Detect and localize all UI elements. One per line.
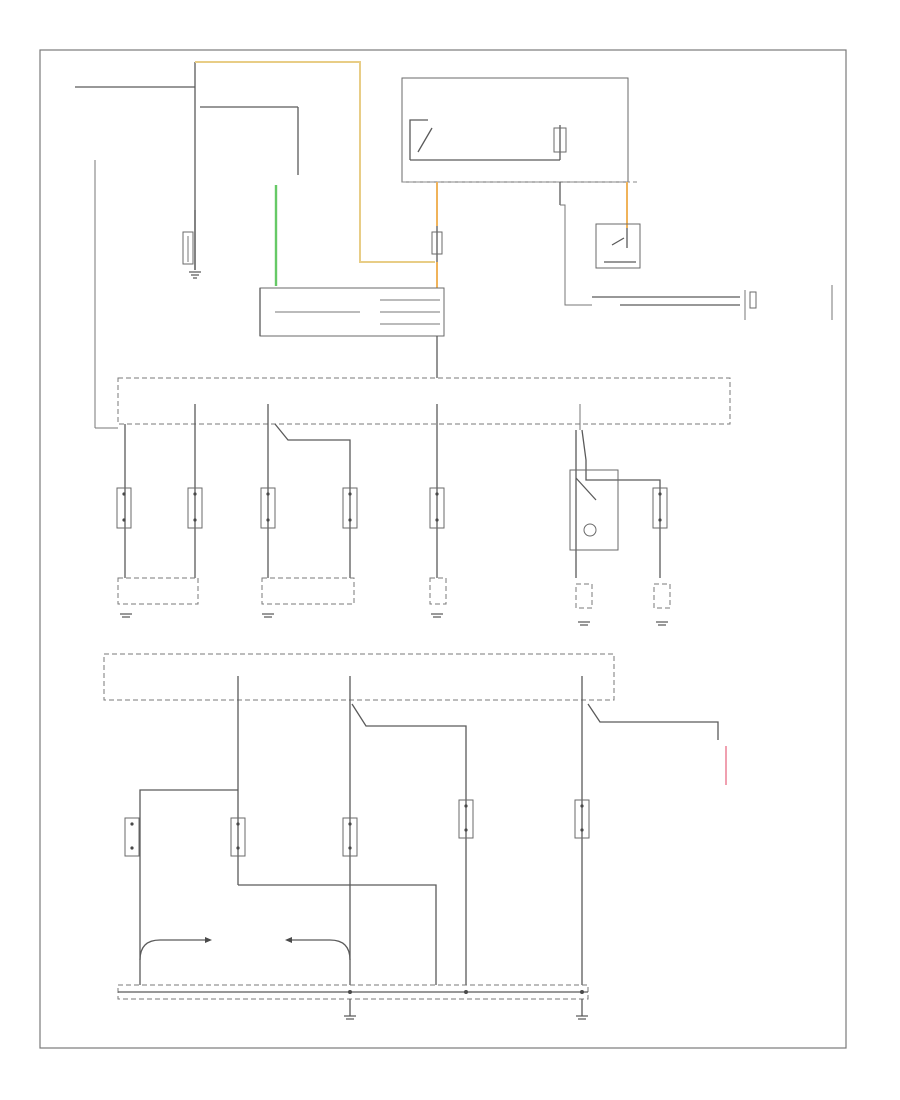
- top-left-feed: [75, 62, 299, 429]
- bottom-switch-2: [230, 817, 246, 857]
- center-connector: [431, 226, 443, 262]
- mid-ground-connector-3: [429, 577, 447, 605]
- fuse-block-box: [401, 77, 629, 183]
- right-top-output: [592, 285, 833, 320]
- bottom-switch-3: [342, 817, 358, 857]
- bottom-switch-5: [574, 799, 590, 839]
- ground-symbol-bottom: [344, 999, 588, 1020]
- mid-ground-connector-2: [261, 577, 355, 605]
- mid-switch-2: [187, 487, 203, 529]
- mid-switch-1: [116, 487, 132, 529]
- mid-lamp-module: [569, 469, 619, 551]
- diagram-frame: [39, 49, 847, 1049]
- ground-symbol-mid: [120, 613, 668, 626]
- mid-switch-6: [652, 487, 668, 529]
- mid-switch-5: [429, 487, 445, 529]
- mid-switch-3: [260, 487, 276, 529]
- bottom-bus-box: [103, 653, 615, 701]
- bottom-harness: [139, 884, 437, 985]
- fuse-block-internals: [409, 119, 567, 161]
- right-top-switch: [559, 182, 641, 306]
- mid-bus-box: [117, 377, 731, 425]
- left-component: [182, 210, 196, 270]
- bottom-ground-rail: [117, 984, 589, 1000]
- mid-ground-connector-5: [653, 583, 671, 609]
- mid-ground-connector-1: [117, 577, 199, 605]
- bottom-switch-4: [458, 799, 474, 839]
- bottom-drops: [237, 676, 719, 985]
- mid-switch-4: [342, 487, 358, 529]
- mid-ground-connector-4: [575, 583, 593, 609]
- center-module: [259, 287, 445, 337]
- mid-drops: [124, 404, 661, 578]
- bottom-switch-1: [124, 789, 238, 885]
- ground-symbol-top-left: [189, 271, 201, 279]
- tan-feed-wire: [195, 61, 435, 263]
